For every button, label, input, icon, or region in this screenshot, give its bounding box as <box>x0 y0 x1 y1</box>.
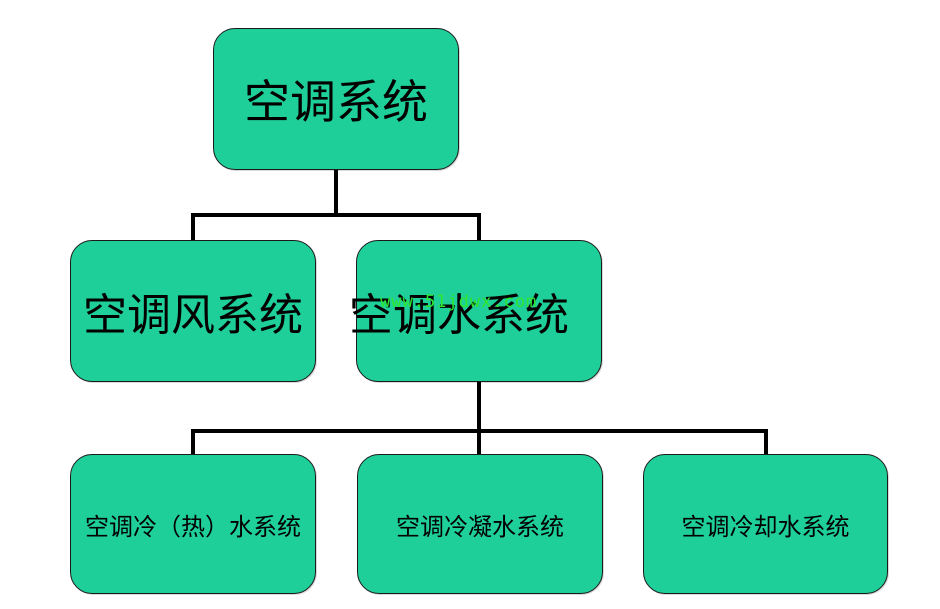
node-condensate-water-system: 空调冷凝水系统 <box>357 454 603 594</box>
watermark-text: www.51jdwx.com <box>380 292 538 312</box>
node-air-system: 空调风系统 <box>70 240 316 382</box>
node-chilled-hot-water-system-label: 空调冷（热）水系统 <box>85 512 301 541</box>
node-ac-system: 空调系统 <box>213 28 459 170</box>
node-cooling-water-system-label: 空调冷却水系统 <box>681 512 850 541</box>
node-water-system-label: 空调水系统 <box>349 290 569 341</box>
node-cooling-water-system: 空调冷却水系统 <box>643 454 888 594</box>
node-chilled-hot-water-system: 空调冷（热）水系统 <box>70 454 316 594</box>
node-ac-system-label: 空调系统 <box>244 75 428 129</box>
node-water-system: 空调水系统 <box>349 240 602 382</box>
node-condensate-water-system-label: 空调冷凝水系统 <box>396 512 564 541</box>
node-air-system-label: 空调风系统 <box>83 290 303 341</box>
